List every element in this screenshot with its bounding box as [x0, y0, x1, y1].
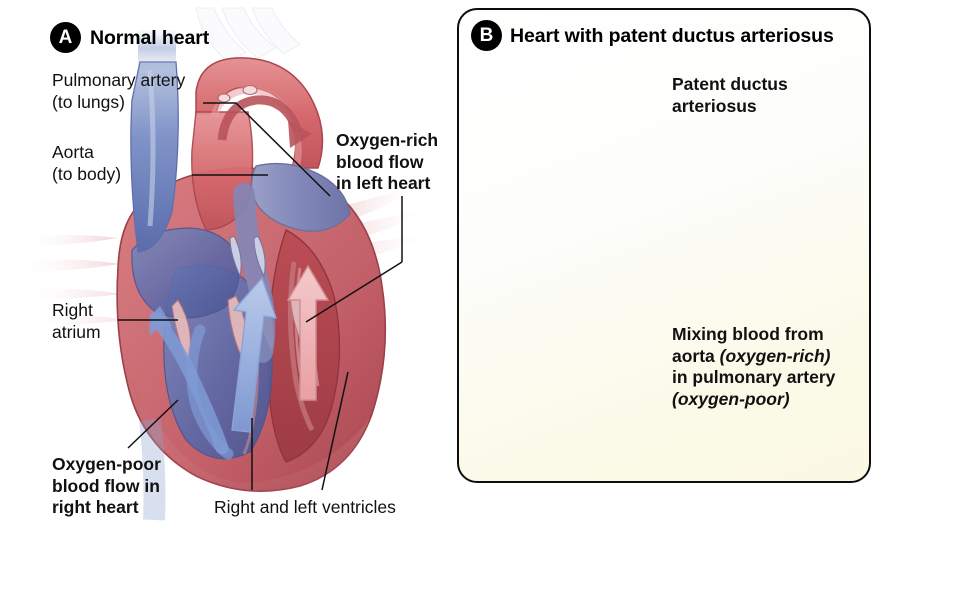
arch-branches-a [217, 84, 258, 103]
label-ventricles: Right and left ventricles [214, 497, 396, 517]
label-right-atrium: Right atrium [52, 300, 101, 342]
panel-a-badge: A [50, 22, 81, 53]
label-patent-ductus-arteriosus: Patent ductus arteriosus [672, 74, 788, 116]
heart-body-a [116, 30, 387, 521]
leader-lines-a [118, 102, 403, 491]
panel-b-frame [457, 8, 871, 483]
lung-markings-left-a [16, 235, 126, 326]
panel-b-title: Heart with patent ductus arteriosus [510, 25, 834, 47]
great-vessels-sketch-a [195, 7, 301, 63]
label-aorta: Aorta (to body) [52, 142, 122, 184]
right-atrium-a [131, 227, 240, 319]
oxygen-rich-arrow-a [286, 264, 330, 401]
label-oxygen-poor-flow: Oxygen-poor blood flow in right heart [52, 454, 161, 517]
label-pulmonary-artery: Pulmonary artery (to lungs) [52, 70, 186, 112]
oxygen-poor-arrow-a [231, 276, 278, 433]
panel-b-badge: B [471, 20, 502, 51]
label-oxygen-rich-flow: Oxygen-rich blood flow in left heart [336, 130, 439, 193]
label-mixing-blood: Mixing blood from aorta (oxygen-rich) in… [672, 324, 836, 409]
panel-a-title: Normal heart [90, 27, 210, 49]
pulmonary-artery-a [250, 162, 351, 232]
